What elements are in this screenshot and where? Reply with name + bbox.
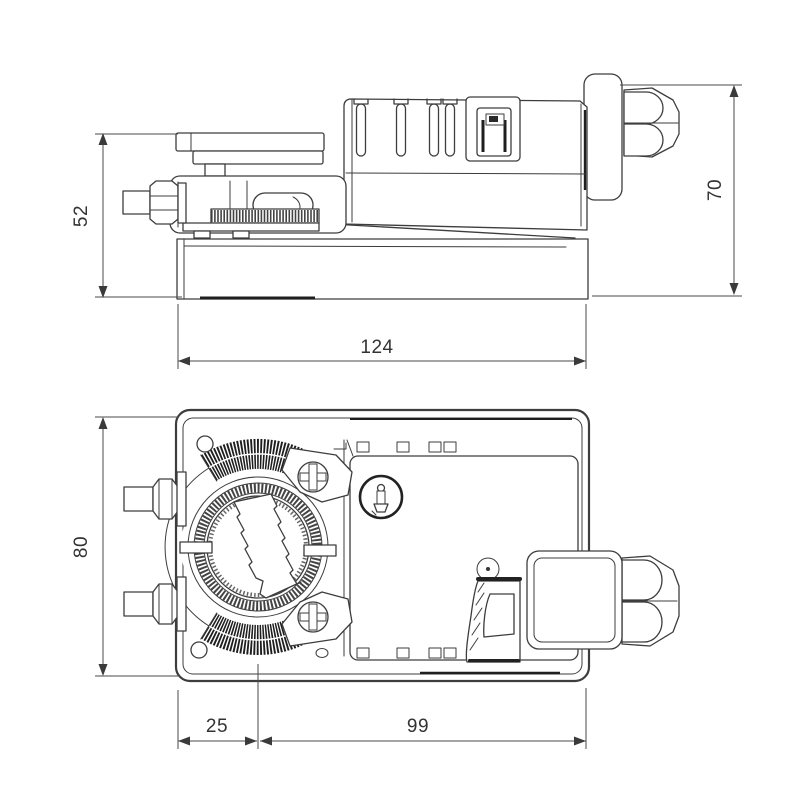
side-base [176,223,589,300]
dim-label-124: 124 [360,337,393,358]
gear-rack [182,208,320,239]
top-shaft-bolt-upper [123,471,187,527]
top-shaft-bolt-lower [123,576,187,632]
dim-side-length: 124 [177,304,587,369]
clamp-jaw [233,493,302,599]
dim-label-99: 99 [407,716,429,737]
vent-slot [442,98,458,157]
connector-socket [465,96,521,162]
dim-top-lengths: 25 99 [177,664,587,749]
side-view: 52 70 124 [71,73,742,369]
side-rear-housing [583,73,623,201]
vent-slot [426,98,442,157]
vent-slot [393,98,409,157]
clamp-tab-right [303,544,337,557]
top-view: 80 25 99 [71,408,680,749]
vent-slot [353,98,369,157]
clamp-tab-left [179,541,213,554]
phillips-screw-bottom [297,601,329,633]
anti-rotation-bracket [175,132,325,177]
side-body [343,96,588,231]
dim-top-width: 80 [71,416,180,677]
release-lever [465,577,522,663]
phillips-screw-top [297,461,329,493]
dim-side-total-height: 70 [592,84,742,297]
side-cable-gland [623,87,680,158]
manual-override-icon [358,474,404,520]
dim-label-25: 25 [206,716,228,737]
dim-label-70: 70 [705,179,726,201]
universal-clamp [179,447,353,647]
dim-side-clamp-height: 52 [71,133,182,298]
vent-slots [353,98,458,157]
dim-label-52: 52 [71,205,92,227]
top-cable-box [526,550,680,650]
mounting-holes [190,435,347,659]
panel-tabs [356,441,457,659]
dim-label-80: 80 [71,536,92,558]
side-shaft-bolt [122,180,187,225]
side-clamp [122,175,347,239]
